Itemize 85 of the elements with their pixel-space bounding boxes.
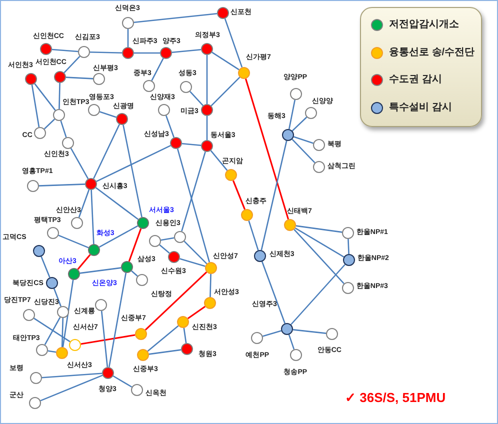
transmission-line: [288, 100, 296, 130]
transmission-line: [210, 76, 240, 106]
transmission-line: [187, 306, 206, 320]
transmission-line: [148, 349, 182, 355]
transmission-line: [38, 184, 86, 186]
transmission-line: [292, 116, 308, 132]
transmission-line: [182, 142, 202, 146]
transmission-line: [147, 325, 179, 352]
transmission-line: [292, 138, 316, 164]
transmission-line: [134, 12, 218, 24]
transmission-line: [31, 84, 40, 128]
transmission-line: [48, 350, 56, 353]
transmission-line: [262, 261, 286, 324]
legend-label: 융통선로 송/수전단: [389, 46, 475, 58]
transmission-line: [181, 152, 206, 232]
transmission-line: [96, 145, 171, 182]
transmission-line: [160, 237, 174, 241]
transmission-line: [206, 116, 208, 140]
transmission-line: [80, 334, 136, 345]
transmission-line: [212, 52, 240, 70]
transmission-line: [34, 83, 56, 111]
legend-label: 저전압감시개소: [389, 19, 459, 31]
transmission-line: [296, 225, 342, 233]
transmission-line: [80, 267, 122, 274]
transmission-line: [176, 148, 210, 262]
transmission-line: [100, 111, 116, 118]
transmission-line: [144, 272, 208, 330]
transmission-line: [64, 56, 80, 74]
transmission-line: [294, 136, 314, 144]
transmission-line: [54, 288, 62, 307]
transmission-line: [122, 124, 142, 218]
transmission-line: [108, 272, 127, 368]
transmission-line: [294, 228, 344, 258]
transmission-line: [90, 51, 122, 54]
transmission-line: [127, 29, 129, 47]
transmission-line: [98, 225, 138, 248]
transmission-line: [210, 150, 228, 171]
transmission-line: [100, 310, 108, 368]
transmission-line: [95, 187, 139, 220]
transmission-line: [34, 318, 70, 342]
transmission-line: [290, 264, 346, 325]
transmission-line: [42, 372, 102, 378]
transmission-line: [70, 148, 89, 180]
transmission-line: [112, 375, 132, 388]
transmission-line: [292, 329, 326, 334]
transmission-line: [180, 258, 206, 267]
transmission-line: [131, 270, 138, 277]
summary-note: ✓ 36S/S, 51PMU: [345, 390, 446, 405]
transmission-line: [206, 55, 208, 104]
transmission-line: [62, 280, 74, 348]
transmission-line: [93, 124, 120, 179]
transmission-line: [348, 238, 350, 254]
transmission-line: [184, 240, 208, 264]
transmission-line: [77, 254, 91, 270]
transmission-line: [244, 78, 290, 220]
transmission-line: [262, 330, 282, 337]
transmission-line: [172, 48, 202, 54]
transmission-line: [58, 234, 89, 248]
transmission-line: [183, 328, 187, 344]
transmission-line: [40, 256, 50, 278]
transmission-line: [224, 18, 243, 68]
transmission-line: [61, 318, 64, 348]
transmission-line: [66, 76, 94, 80]
transmission-line: [151, 58, 164, 81]
transmission-line: [40, 374, 103, 402]
transmission-line: [248, 220, 259, 250]
transmission-line: [190, 90, 204, 106]
transmission-line: [134, 52, 160, 54]
transmission-line: [60, 120, 67, 138]
legend-label: 수도권 감시: [389, 74, 442, 86]
transmission-line: [44, 118, 56, 130]
transmission-line: [58, 82, 60, 110]
transmission-line: [90, 190, 94, 244]
transmission-line: [288, 334, 295, 350]
transmission-line: [52, 48, 78, 52]
transmission-line: [260, 140, 288, 250]
transmission-line: [44, 316, 61, 346]
transmission-line: [294, 228, 344, 284]
transmission-line: [210, 274, 212, 298]
transmission-line: [128, 228, 142, 262]
transmission-line: [232, 180, 246, 210]
transmission-line: [165, 115, 175, 138]
transmission-line: [78, 189, 90, 218]
transmission-line: [159, 244, 170, 254]
legend-label: 특수설비 감시: [389, 102, 452, 114]
